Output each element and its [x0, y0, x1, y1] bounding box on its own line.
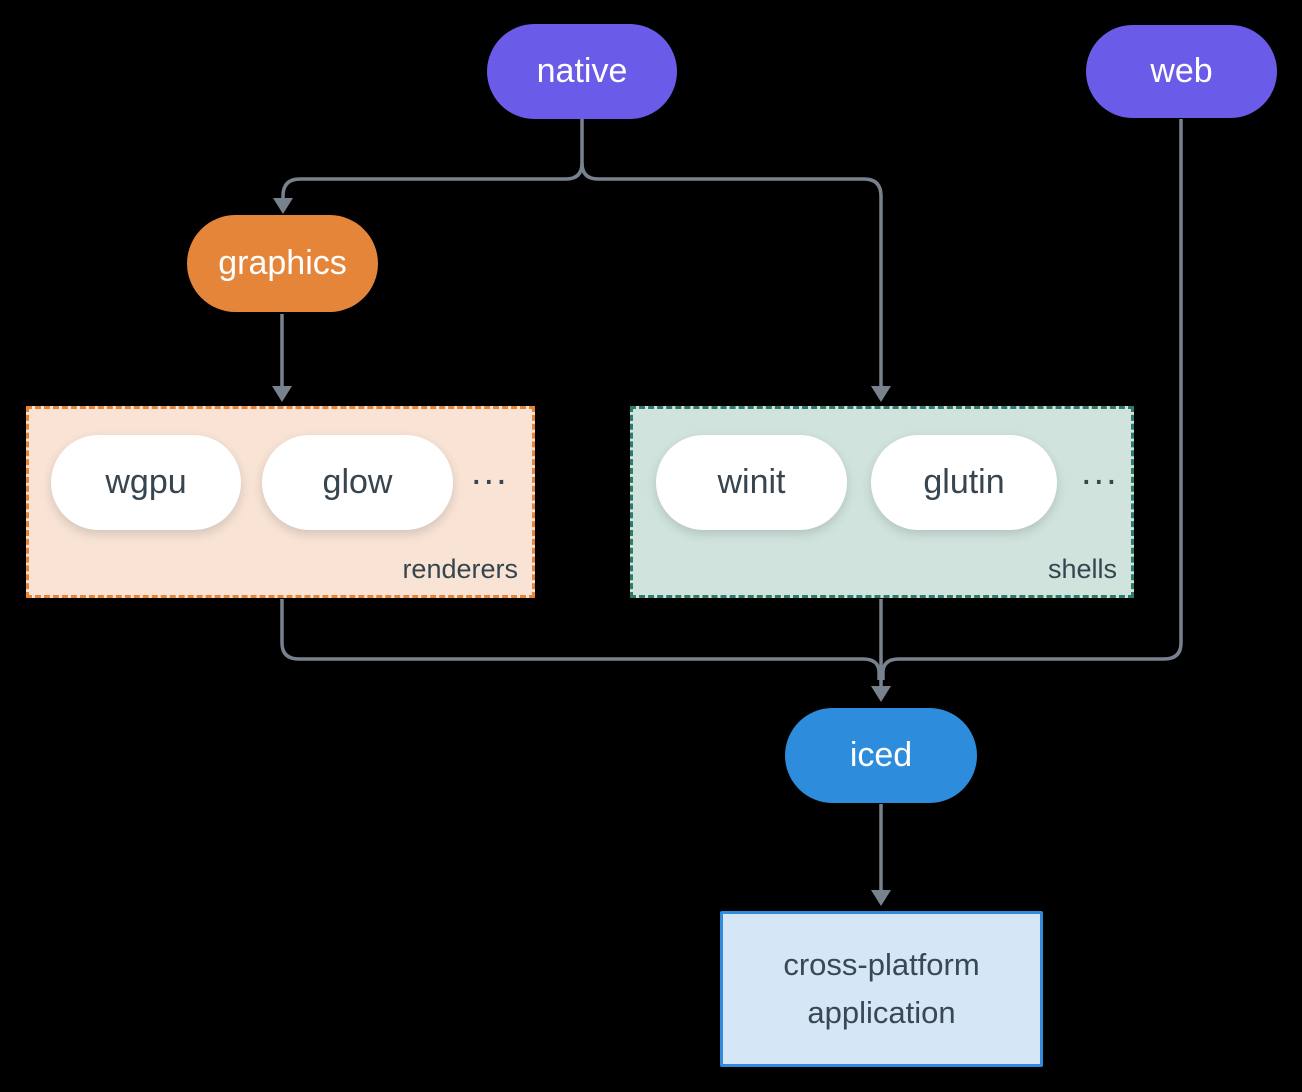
connector-split-left-to-graphics: [281, 162, 584, 199]
renderers-ellipsis: ...: [471, 451, 509, 493]
node-native: native: [487, 24, 677, 119]
node-glutin-label: glutin: [923, 463, 1005, 501]
shells-group-label: shells: [1047, 554, 1117, 584]
arrowhead-shells: [871, 386, 891, 402]
node-glow-label: glow: [322, 463, 393, 501]
node-cross-platform-application: cross-platform application: [720, 911, 1043, 1067]
arrowhead-renderers: [272, 386, 292, 402]
node-native-label: native: [536, 52, 628, 90]
arrowhead-app: [871, 890, 891, 906]
node-iced-label: iced: [849, 736, 913, 774]
connector-web-to-merge: [881, 119, 1183, 680]
arrowhead-graphics: [273, 198, 293, 214]
arrowhead-iced: [871, 686, 891, 702]
app-label-line2: application: [807, 995, 956, 1030]
node-glow: glow: [262, 435, 453, 530]
shells-ellipsis: ...: [1081, 451, 1119, 493]
node-web-label: web: [1150, 52, 1213, 90]
node-web: web: [1086, 25, 1277, 118]
node-graphics-label: graphics: [218, 244, 347, 282]
renderers-group-label: renderers: [402, 554, 518, 584]
node-glutin: glutin: [871, 435, 1057, 530]
group-renderers: wgpu glow ... renderers: [26, 406, 535, 598]
node-wgpu: wgpu: [51, 435, 241, 530]
group-shells: winit glutin ... shells: [630, 406, 1134, 598]
node-graphics: graphics: [187, 215, 378, 312]
node-wgpu-label: wgpu: [105, 463, 187, 501]
node-iced: iced: [785, 708, 977, 803]
node-winit: winit: [656, 435, 847, 530]
connector-renderers-to-merge: [280, 599, 881, 680]
app-label-line1: cross-platform: [783, 947, 980, 982]
node-winit-label: winit: [717, 463, 786, 501]
connector-split-right-to-shells: [580, 162, 883, 386]
